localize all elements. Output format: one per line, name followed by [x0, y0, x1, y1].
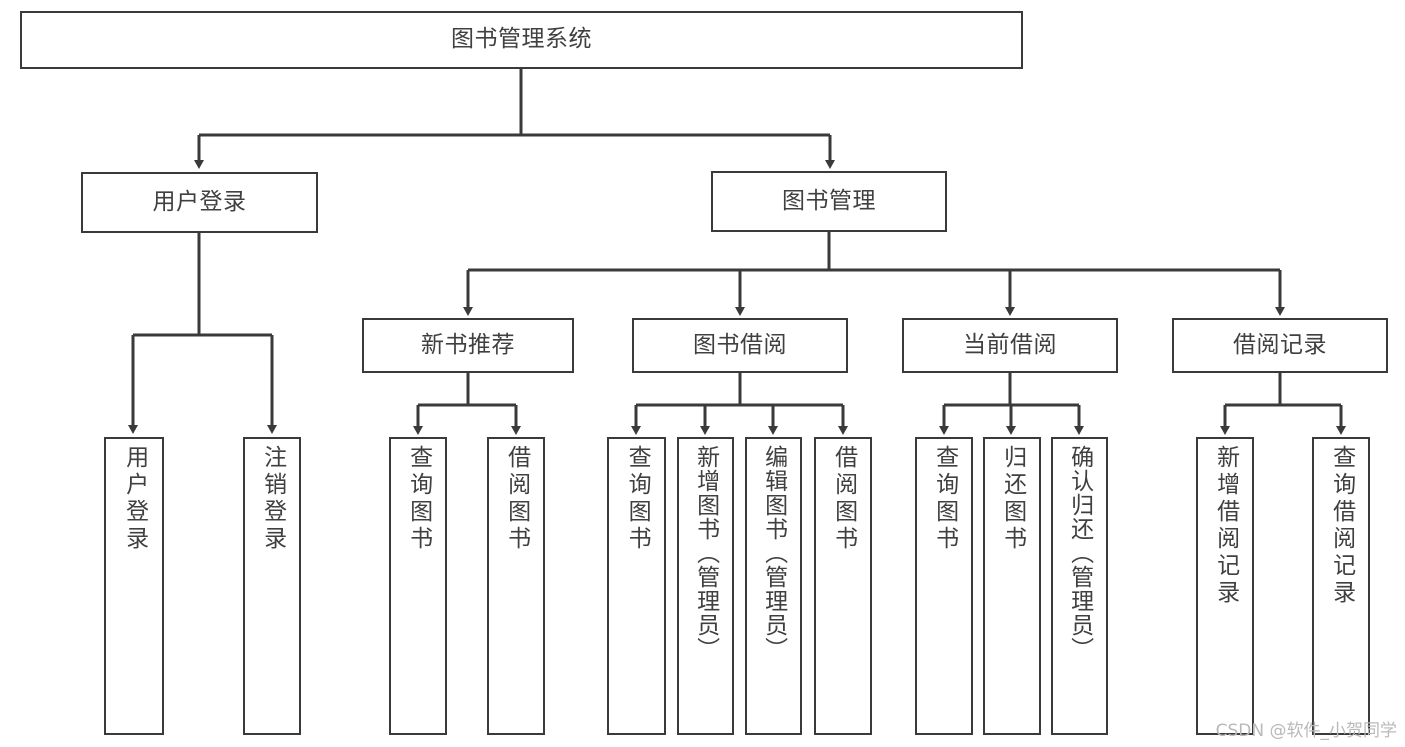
edge-group-borrow-record — [1220, 373, 1346, 435]
leaf-borrow-book-label: 借阅图书 — [830, 445, 857, 553]
node-root[interactable]: 图书管理系统 — [20, 11, 1023, 69]
node-root-label: 图书管理系统 — [451, 26, 592, 53]
leaf-return-book[interactable]: 归还图书 — [983, 437, 1041, 735]
node-borrow-record[interactable]: 借阅记录 — [1172, 318, 1388, 373]
leaf-confirm-return-admin-label: 确认归还（管理员） — [1066, 445, 1093, 661]
leaf-borrow-book[interactable]: 借阅图书 — [814, 437, 872, 735]
leaf-logout-login[interactable]: 注销登录 — [243, 437, 301, 735]
node-book-manage[interactable]: 图书管理 — [711, 171, 947, 232]
leaf-add-book-admin[interactable]: 新增图书（管理员） — [677, 437, 734, 735]
leaf-query-borrow-record[interactable]: 查询借阅记录 — [1312, 437, 1370, 735]
edge-group-book-manage — [463, 232, 1285, 316]
node-borrow-record-label: 借阅记录 — [1233, 331, 1327, 358]
leaf-edit-book-admin-label: 编辑图书（管理员） — [760, 445, 787, 661]
leaf-confirm-return-admin[interactable]: 确认归还（管理员） — [1051, 437, 1108, 735]
node-new-book-recommend[interactable]: 新书推荐 — [362, 318, 574, 373]
edge-group-root — [194, 69, 835, 169]
csdn-watermark: CSDN @软件_小贺同学 — [1215, 721, 1397, 741]
node-book-borrow-label: 图书借阅 — [693, 331, 787, 358]
edge-group-user-login — [128, 233, 277, 434]
leaf-add-borrow-record[interactable]: 新增借阅记录 — [1196, 437, 1254, 735]
leaf-query-book-recommend-label: 查询图书 — [405, 445, 432, 553]
node-user-login[interactable]: 用户登录 — [81, 172, 318, 233]
edge-group-new-book-rec — [413, 373, 521, 435]
edge-group-book-borrow — [631, 373, 848, 435]
node-current-borrow-label: 当前借阅 — [963, 331, 1057, 358]
node-book-manage-label: 图书管理 — [782, 187, 876, 214]
leaf-borrow-book-recommend[interactable]: 借阅图书 — [487, 437, 545, 735]
node-current-borrow[interactable]: 当前借阅 — [902, 318, 1118, 373]
leaf-add-borrow-record-label: 新增借阅记录 — [1212, 445, 1239, 607]
leaf-edit-book-admin[interactable]: 编辑图书（管理员） — [745, 437, 802, 735]
edge-group-current-borrow — [939, 373, 1084, 435]
leaf-borrow-book-recommend-label: 借阅图书 — [503, 445, 530, 553]
leaf-query-book-recommend[interactable]: 查询图书 — [389, 437, 447, 735]
node-new-book-recommend-label: 新书推荐 — [421, 331, 515, 358]
leaf-query-book-borrow[interactable]: 查询图书 — [607, 437, 666, 735]
leaf-logout-login-label: 注销登录 — [259, 445, 286, 553]
leaf-query-borrow-record-label: 查询借阅记录 — [1328, 445, 1355, 607]
leaf-return-book-label: 归还图书 — [999, 445, 1026, 553]
leaf-add-book-admin-label: 新增图书（管理员） — [692, 445, 719, 661]
leaf-query-book-current-label: 查询图书 — [931, 445, 958, 553]
leaf-query-book-current[interactable]: 查询图书 — [915, 437, 973, 735]
leaf-user-login-label: 用户登录 — [121, 445, 148, 553]
leaf-query-book-borrow-label: 查询图书 — [624, 445, 651, 553]
leaf-user-login[interactable]: 用户登录 — [104, 437, 164, 735]
node-user-login-label: 用户登录 — [152, 188, 247, 215]
node-book-borrow[interactable]: 图书借阅 — [632, 318, 848, 373]
